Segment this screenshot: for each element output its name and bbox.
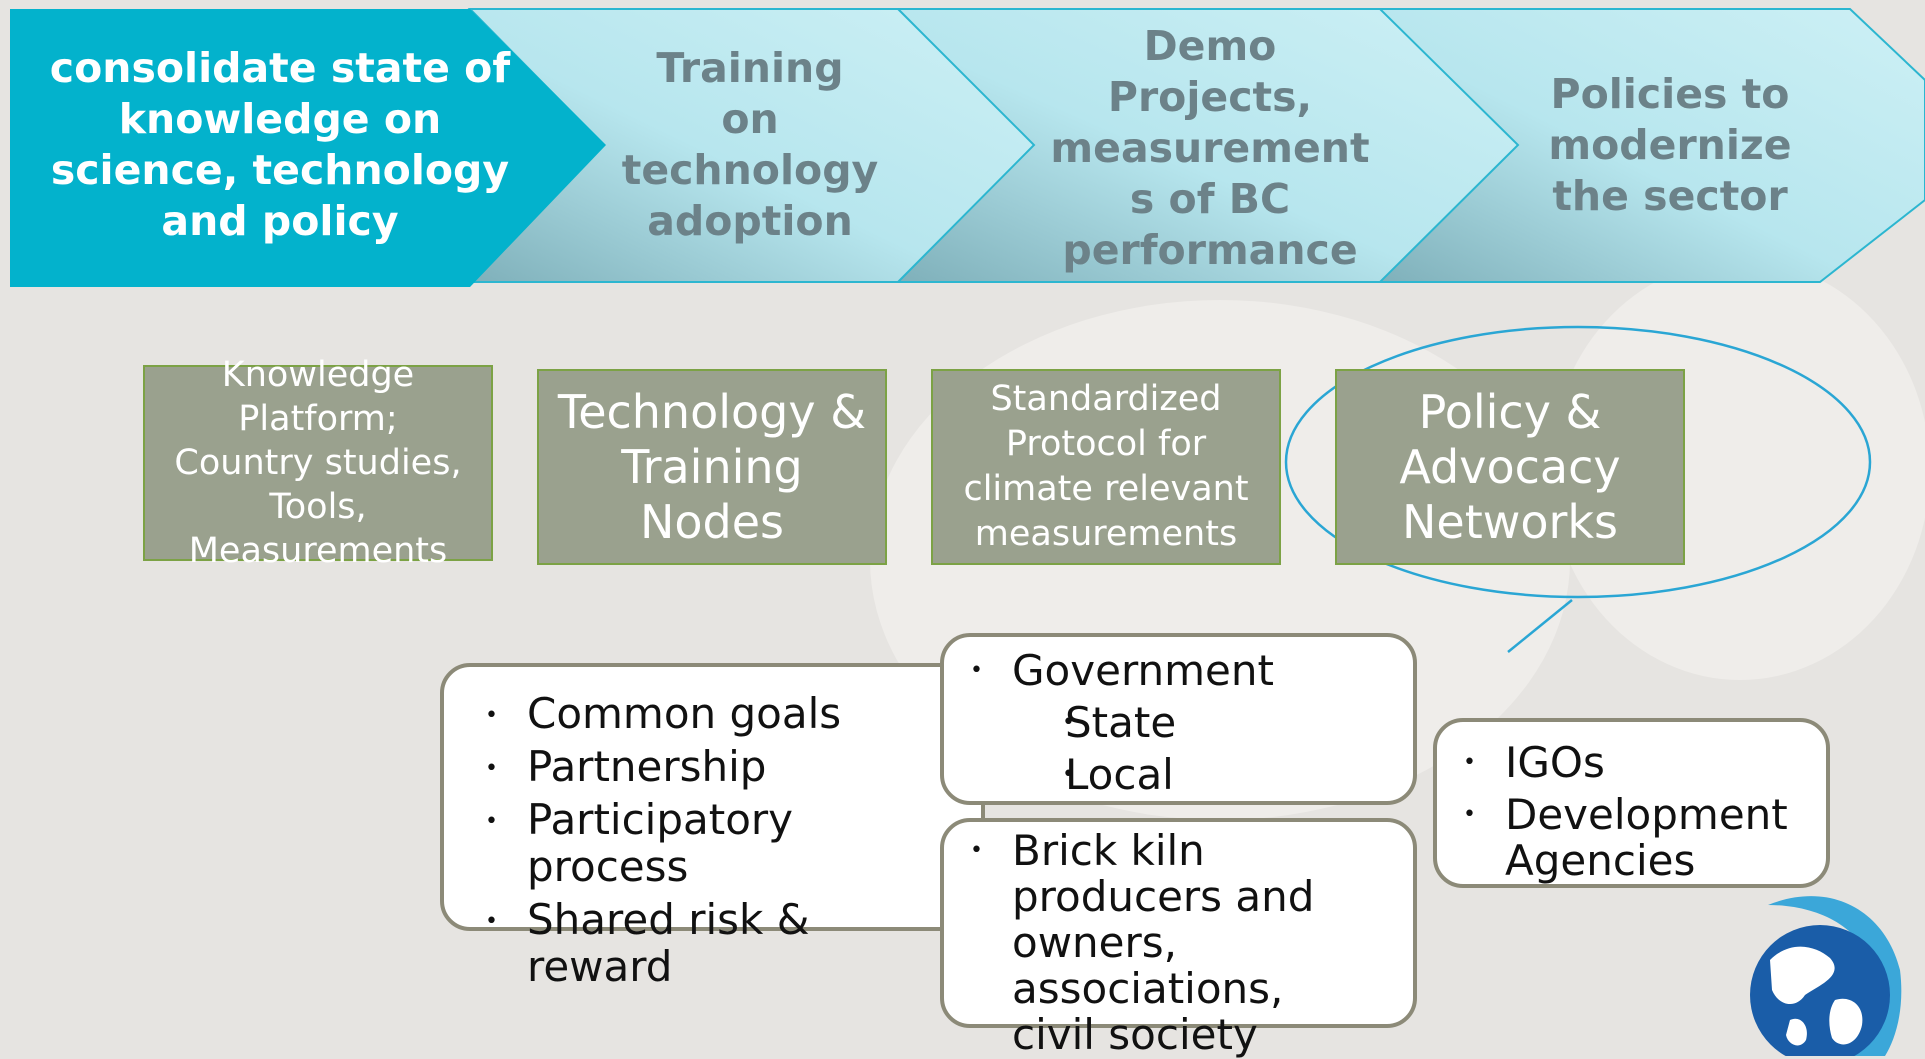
step-4-line: the sector xyxy=(1552,171,1788,220)
step-2-line: technology xyxy=(621,146,879,194)
government-list: •Government •State •Local xyxy=(970,645,1274,801)
step-4-line: Policies to xyxy=(1550,69,1790,118)
output-box-policy-networks: Policy & Advocacy Networks xyxy=(1335,369,1685,565)
bullet-icon: • xyxy=(970,838,983,863)
bullet-icon: • xyxy=(1062,762,1075,787)
bullet-icon: • xyxy=(970,658,983,683)
list-item: • Participatory process xyxy=(485,796,857,890)
list-item: •Local xyxy=(970,749,1274,801)
list-item-text: Shared risk & reward xyxy=(527,895,810,991)
principles-box xyxy=(440,663,985,931)
output-line: Policy & xyxy=(1418,384,1602,439)
output-box-technology-nodes: Technology & Training Nodes xyxy=(537,369,887,565)
government-box xyxy=(940,633,1417,805)
output-line: Measurements xyxy=(188,531,448,571)
output-line: Tools, xyxy=(269,487,367,527)
output-line: Networks xyxy=(1401,494,1619,549)
step-3-line: Demo xyxy=(1143,21,1277,70)
output-line: Country studies, xyxy=(174,443,462,483)
bullet-icon: • xyxy=(485,703,498,728)
list-item: • IGOs xyxy=(1463,740,1823,786)
list-item: •State xyxy=(970,697,1274,749)
industry-box xyxy=(940,818,1417,1028)
output-line: Technology & xyxy=(557,384,867,439)
international-box xyxy=(1433,718,1830,888)
callout-ellipse xyxy=(1284,325,1872,599)
list-item-text: Brick kiln producers and owners, associa… xyxy=(1012,826,1315,1059)
output-line: Knowledge xyxy=(221,355,415,395)
output-box-standardized-protocol: Standardized Protocol for climate releva… xyxy=(931,369,1281,565)
bullet-icon: • xyxy=(485,756,498,781)
step-1-line: consolidate state of xyxy=(49,44,511,92)
step-1-line: science, technology xyxy=(50,146,510,194)
chevron-step-1-label: consolidate state of knowledge on scienc… xyxy=(30,40,530,250)
step-3-line: Projects, xyxy=(1107,72,1313,121)
list-item: • Brick kiln producers and owners, associ… xyxy=(970,828,1370,1058)
globe-logo xyxy=(1750,896,1902,1056)
chevron-step-3-label: Demo Projects, measurement s of BC perfo… xyxy=(1030,18,1390,278)
output-line: Training xyxy=(621,439,803,494)
chevron-step-1 xyxy=(10,9,606,287)
output-line: Nodes xyxy=(639,494,784,549)
step-1-line: knowledge on xyxy=(118,95,442,143)
bullet-icon: • xyxy=(1463,750,1476,775)
list-item-text: Development Agencies xyxy=(1505,790,1788,885)
list-item: • Common goals xyxy=(485,690,857,737)
list-item-text: Government xyxy=(1012,646,1274,695)
list-item-text: Partnership xyxy=(527,742,767,791)
output-line: Protocol for xyxy=(1005,424,1207,464)
step-2-line: Training xyxy=(656,44,844,92)
step-2-line: on xyxy=(721,95,779,143)
list-item: • Government xyxy=(970,645,1274,697)
output-line: measurements xyxy=(974,514,1238,554)
step-3-line: performance xyxy=(1062,225,1358,274)
chevron-step-2-label: Training on technology adoption xyxy=(600,40,900,250)
output-line: Advocacy xyxy=(1399,439,1621,494)
step-3-line: s of BC xyxy=(1129,174,1291,223)
bullet-icon: • xyxy=(1062,710,1075,735)
output-line: Platform; xyxy=(238,399,398,439)
step-1-line: and policy xyxy=(161,197,399,245)
list-item-text: Local xyxy=(1065,750,1174,799)
callout-pointer-line xyxy=(1507,599,1573,653)
list-item-text: IGOs xyxy=(1505,738,1605,787)
chevron-step-4-label: Policies to modernize the sector xyxy=(1520,40,1820,250)
list-item-text: Common goals xyxy=(527,689,842,738)
output-box-knowledge-platform: Knowledge Platform; Country studies, Too… xyxy=(143,355,493,571)
principles-list: • Common goals • Partnership • Participator… xyxy=(485,690,857,996)
international-list: • IGOs • Development Agencies xyxy=(1463,740,1823,890)
list-item: • Shared risk & reward xyxy=(485,896,857,990)
list-item: • Partnership xyxy=(485,743,857,790)
list-item-text: State xyxy=(1065,698,1177,747)
output-line: climate relevant xyxy=(963,469,1249,509)
list-item-text: Participatory process xyxy=(527,795,794,891)
step-4-line: modernize xyxy=(1548,120,1792,169)
output-line: Standardized xyxy=(990,379,1222,419)
step-2-line: adoption xyxy=(647,197,853,245)
list-item: • Development Agencies xyxy=(1463,792,1823,884)
bullet-icon: • xyxy=(485,909,498,934)
bullet-icon: • xyxy=(1463,802,1476,827)
step-3-line: measurement xyxy=(1050,123,1370,172)
industry-list: • Brick kiln producers and owners, associ… xyxy=(970,828,1370,1058)
bullet-icon: • xyxy=(485,809,498,834)
